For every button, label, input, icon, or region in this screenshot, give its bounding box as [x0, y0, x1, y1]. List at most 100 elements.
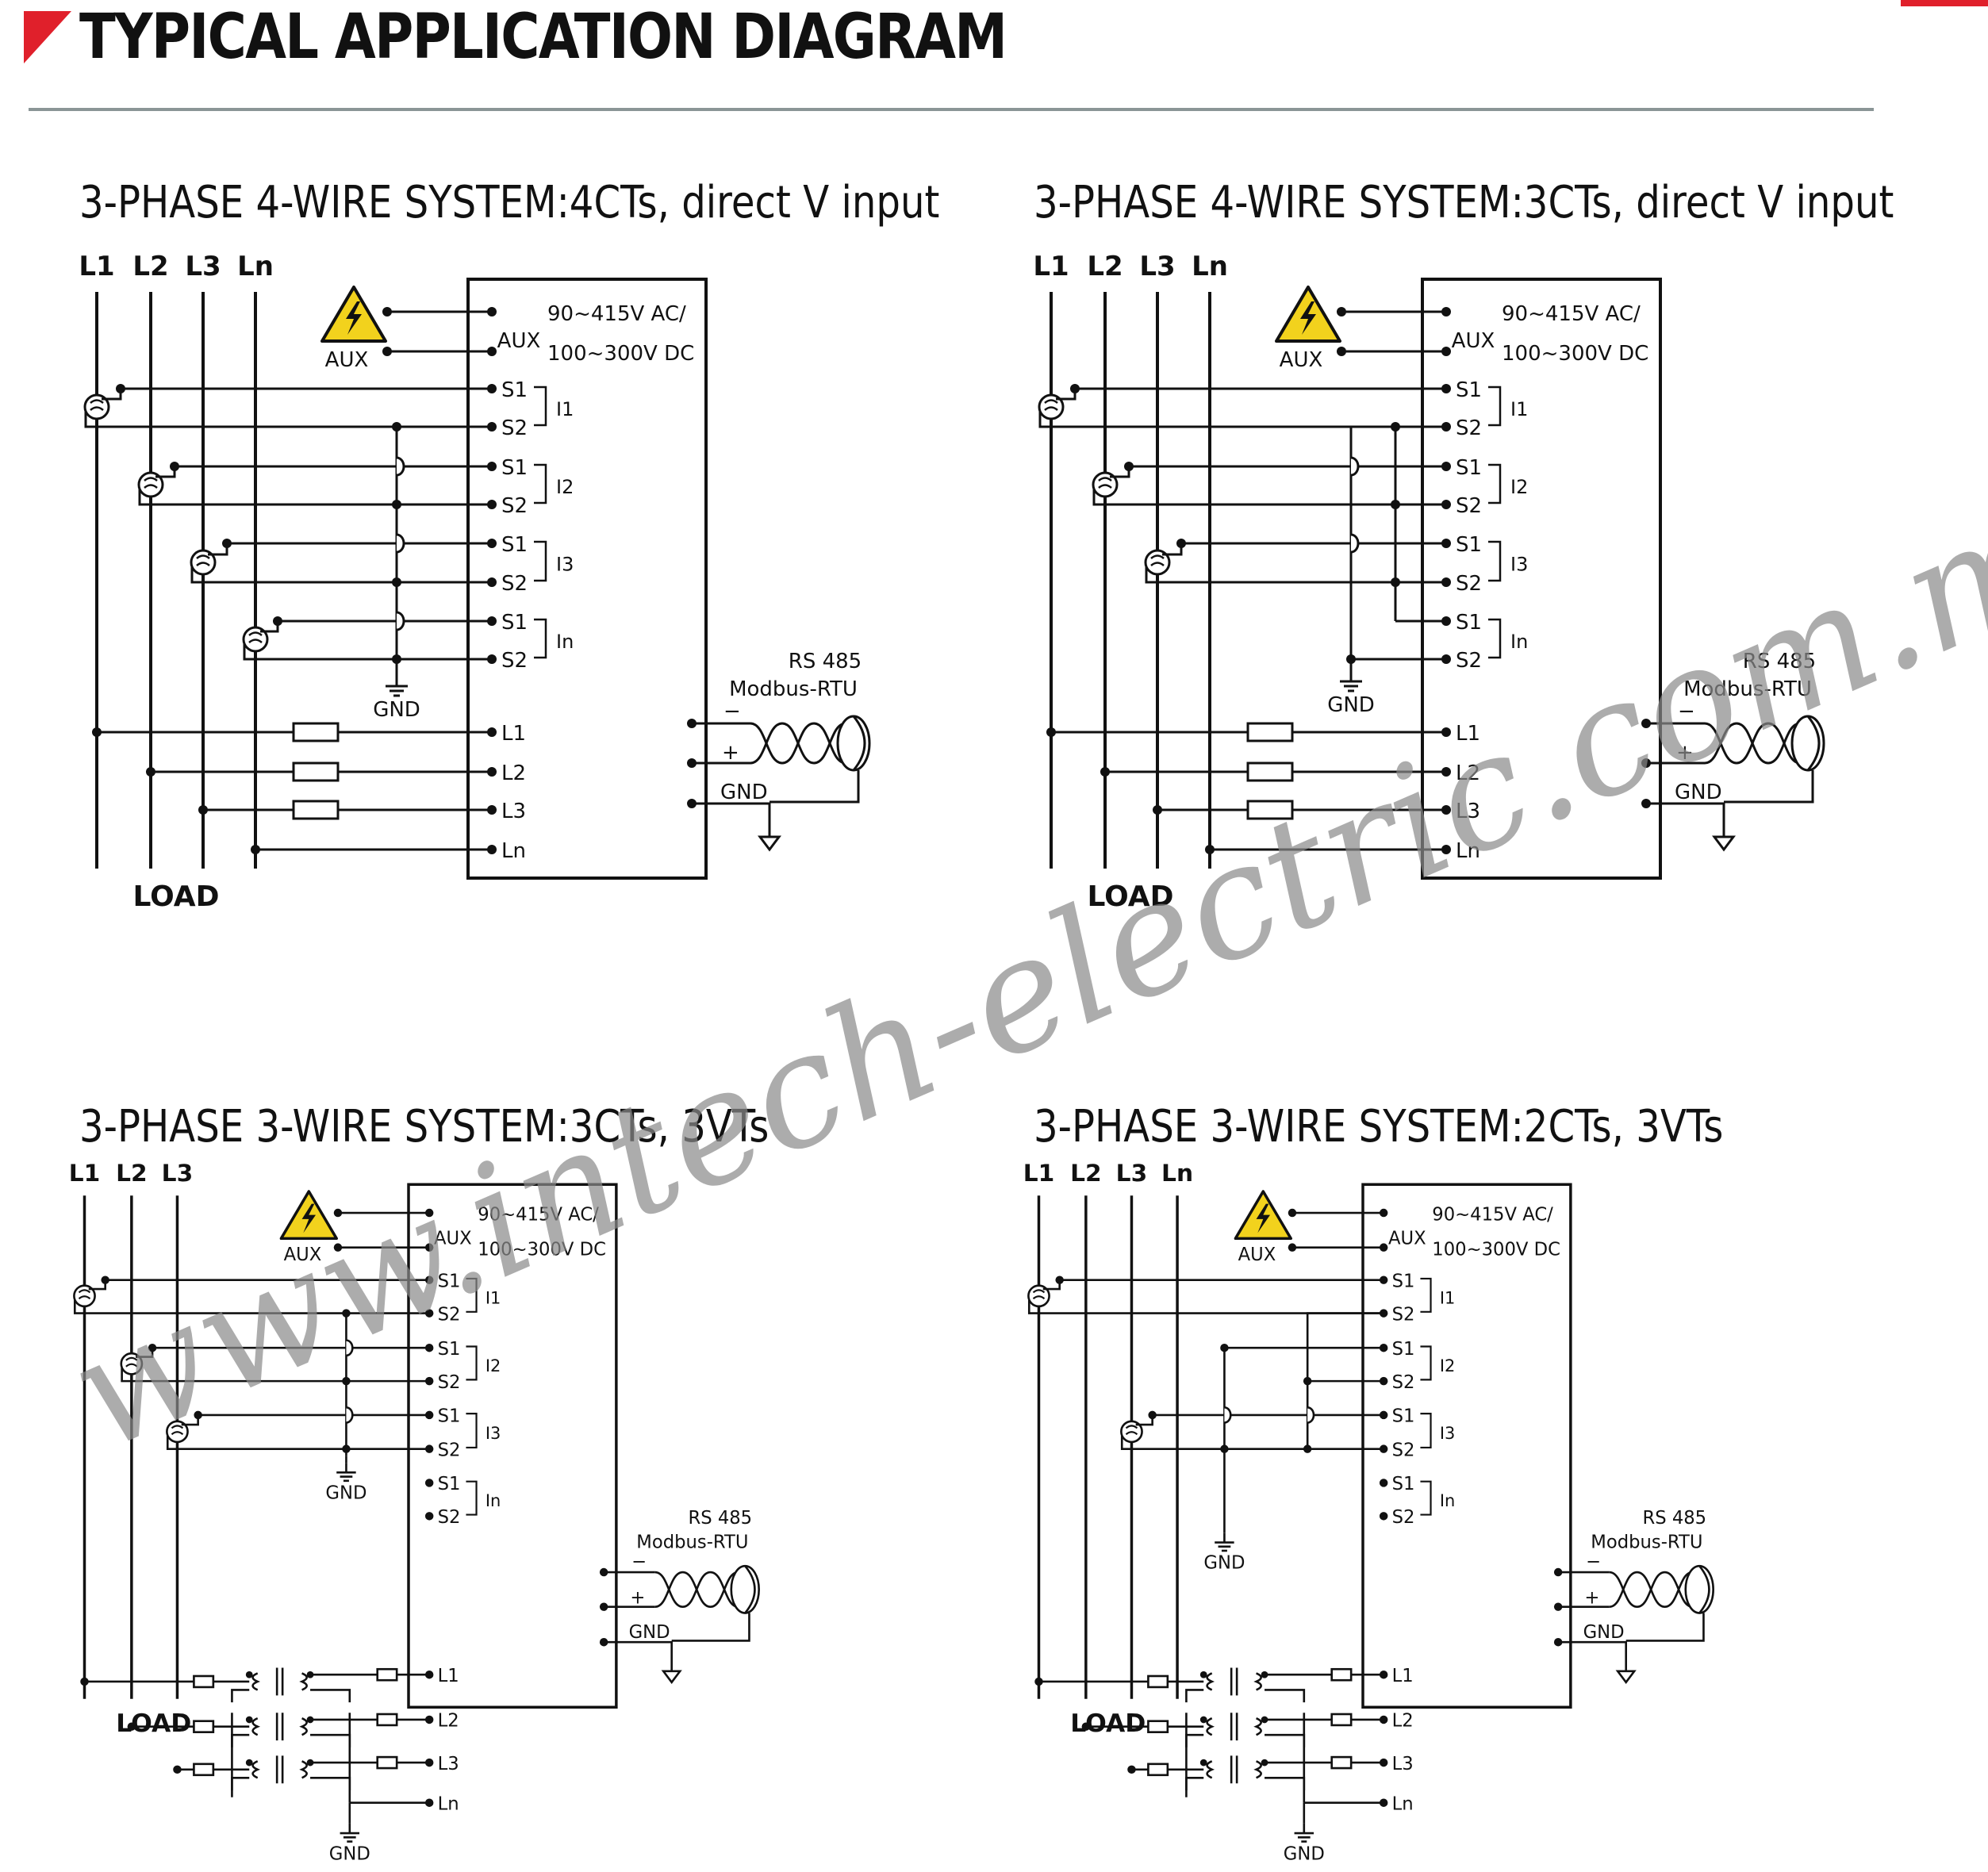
- voltage-terminal-label: L3: [1392, 1754, 1414, 1774]
- s1-terminal-label: S1: [1456, 378, 1482, 402]
- panel-title: 3-PHASE 4-WIRE SYSTEM:3CTs, direct V inp…: [1034, 177, 1894, 228]
- current-channel-label: I2: [556, 476, 574, 498]
- line-label-l3: L3: [185, 251, 221, 282]
- s1-terminal-label: S1: [1456, 611, 1482, 635]
- terminal-bracket: [1488, 540, 1502, 582]
- current-channel-label: I3: [1510, 554, 1528, 576]
- load-label: LOAD: [116, 1709, 191, 1738]
- s2-terminal-label: S2: [1456, 494, 1482, 518]
- rs485-gnd-wire: [692, 802, 771, 837]
- gnd-label: GND: [1203, 1553, 1245, 1574]
- terminal-dot: [424, 1715, 434, 1724]
- vt-polarity-dot: [245, 1671, 253, 1678]
- terminal-bracket: [1488, 618, 1502, 659]
- terminal-dot: [1379, 1758, 1388, 1767]
- terminal-dot: [1379, 1343, 1388, 1352]
- ct-return-bus: [1306, 1312, 1384, 1449]
- voltage-terminal-label: L2: [1456, 761, 1480, 785]
- aux-terminal: [333, 1208, 343, 1218]
- fuse: [1246, 800, 1294, 820]
- fuse: [1147, 1674, 1169, 1689]
- signal-ground-icon: [758, 835, 781, 852]
- page-header: TYPICAL APPLICATION DIAGRAM: [0, 0, 1988, 119]
- s1-terminal-label: S1: [438, 1474, 461, 1494]
- fuse: [292, 722, 340, 742]
- current-channel-label: I1: [1510, 398, 1528, 420]
- current-channel-label: I2: [1440, 1356, 1456, 1375]
- voltage-terminal-label: L3: [501, 800, 526, 823]
- vt-polarity-dot: [1261, 1759, 1268, 1767]
- terminal-dot: [424, 1208, 434, 1218]
- vt-polarity-dot: [245, 1759, 253, 1767]
- supply-dc-label: 100~300V DC: [1502, 342, 1648, 366]
- s2-terminal-label: S2: [438, 1372, 461, 1393]
- wire-crossover: [396, 456, 405, 477]
- junction-dot: [1303, 1376, 1312, 1386]
- terminal-dot: [1441, 307, 1451, 316]
- terminal-dot: [1379, 1243, 1388, 1252]
- rs485-minus-label: −: [1678, 700, 1695, 723]
- voltage-transformer-winding: [299, 1672, 308, 1691]
- modbus-label: Modbus-RTU: [1591, 1532, 1702, 1552]
- junction-dot: [1034, 1677, 1043, 1686]
- header-accent-flag: [24, 11, 71, 63]
- voltage-transformer-winding: [1253, 1672, 1262, 1691]
- junction-dot: [1303, 1444, 1312, 1453]
- voltage-terminal-label: L1: [1456, 722, 1480, 746]
- gnd-label: GND: [325, 1483, 367, 1504]
- voltage-terminal-label: Ln: [1392, 1793, 1414, 1814]
- meter-body: [466, 278, 708, 880]
- s1-terminal-label: S1: [1392, 1339, 1415, 1360]
- wire-crossover: [1307, 1406, 1315, 1424]
- voltage-terminal-label: L2: [501, 761, 526, 785]
- voltage-terminal-label: L3: [1456, 800, 1480, 823]
- terminal-bracket: [1420, 1413, 1432, 1449]
- vt-secondary-return: [1265, 1776, 1306, 1790]
- terminal-dot: [424, 1670, 434, 1679]
- wire-crossover: [1224, 1406, 1232, 1424]
- s2-terminal-label: S2: [501, 494, 528, 518]
- load-label: LOAD: [1070, 1709, 1146, 1738]
- terminal-dot: [1379, 1376, 1388, 1386]
- terminal-dot: [1379, 1275, 1388, 1284]
- ct-s2-lead: [1145, 567, 1446, 584]
- meter-body: [407, 1183, 618, 1709]
- aux-label: AUX: [284, 1245, 322, 1265]
- wire-crossover: [346, 1406, 354, 1424]
- junction-dot: [148, 1343, 157, 1352]
- ct-s2-lead: [1092, 489, 1446, 506]
- cable-shield-outline: [744, 1565, 756, 1614]
- header-divider: [29, 108, 1874, 111]
- s1-terminal-label: S1: [438, 1339, 461, 1360]
- junction-dot: [251, 845, 260, 854]
- lightning-bolt-icon: [301, 1203, 317, 1233]
- line-label-ln: Ln: [1161, 1159, 1193, 1187]
- voltage-transformer-icon: [251, 1672, 261, 1691]
- wire-crossover: [396, 611, 405, 631]
- terminal-dot: [487, 347, 497, 356]
- s2-terminal-label: S2: [1456, 416, 1482, 440]
- voltage-terminal-label: Ln: [1456, 839, 1480, 863]
- current-channel-label: I3: [485, 1424, 501, 1443]
- aux-terminal-label: AUX: [1388, 1228, 1426, 1249]
- corner-accent-bar: [1901, 0, 1988, 6]
- vt-polarity-dot: [1261, 1671, 1268, 1678]
- terminal-dot: [1379, 1715, 1388, 1724]
- junction-dot: [1055, 1275, 1064, 1284]
- terminal-bracket: [466, 1413, 478, 1449]
- line-label-l2: L2: [1070, 1159, 1102, 1187]
- junction-dot: [342, 1376, 351, 1386]
- modbus-label: Modbus-RTU: [636, 1532, 748, 1552]
- lightning-bolt-icon: [346, 301, 362, 335]
- ct-s2-lead: [1027, 1300, 1384, 1314]
- s2-terminal-label: S2: [1392, 1304, 1415, 1325]
- ct-s2-lead: [84, 412, 492, 428]
- rs485-gnd-label: GND: [720, 781, 768, 804]
- line-label-l1: L1: [69, 1159, 101, 1187]
- shield-drain-wire: [1724, 770, 1814, 804]
- vt-secondary-return: [1265, 1689, 1306, 1703]
